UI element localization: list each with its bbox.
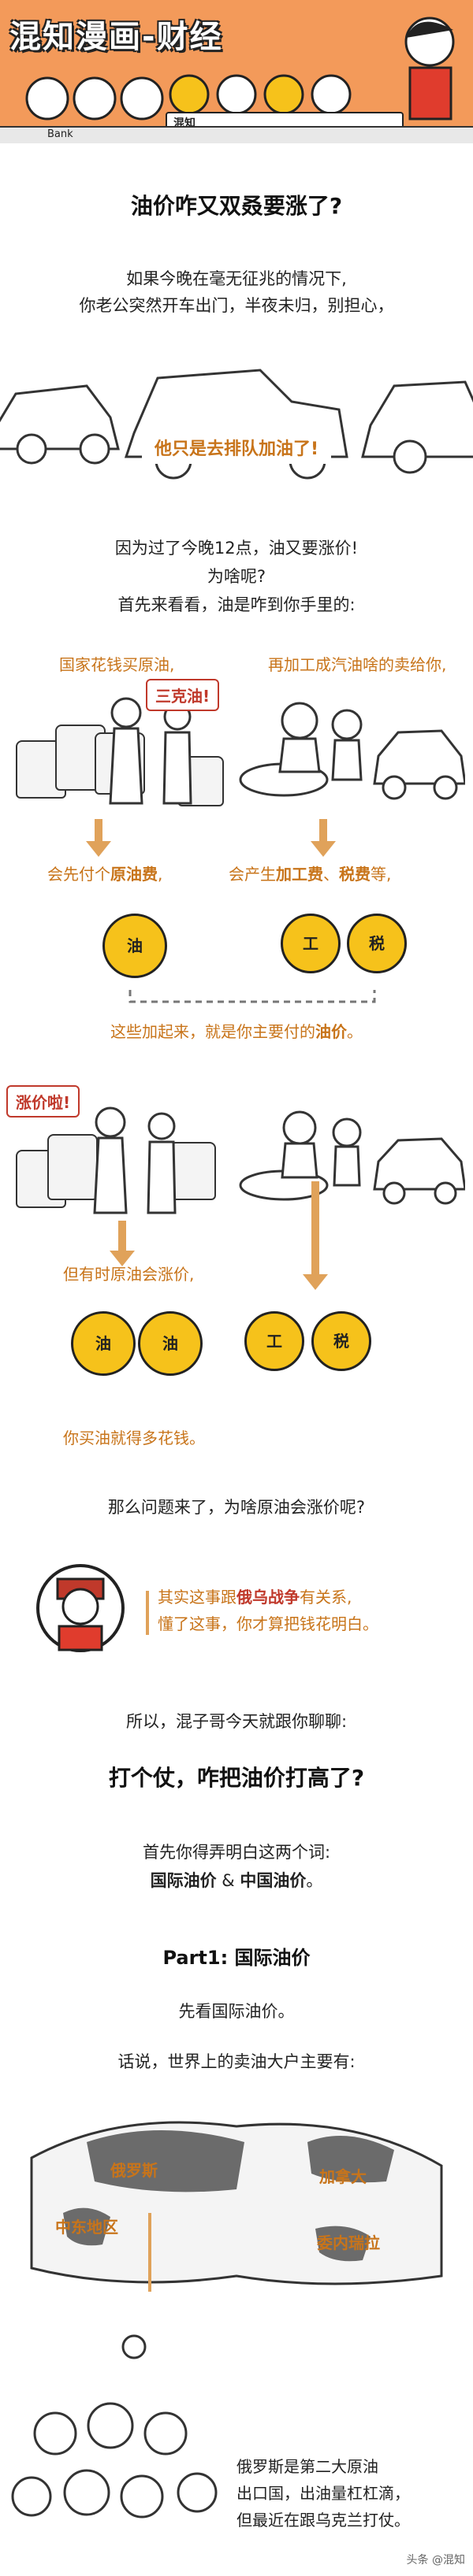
see-intl-line: 先看国际油价。 (178, 2002, 295, 2021)
russia-line-3: 但最近在跟乌克兰打仗。 (236, 2511, 410, 2530)
coin-tax: 税 (311, 1311, 371, 1371)
car-caption: 他只是去排队加油了! (142, 436, 331, 464)
cost-left-prefix: 会先付个 (47, 865, 110, 884)
pay-more-line: 你买油就得多花钱。 (63, 1429, 205, 1447)
speech-bubble-price-rise: 涨价啦! (6, 1085, 80, 1118)
sellers-line: 话说，世界上的卖油大户主要有: (117, 2052, 356, 2071)
reason-line-2: 为啥呢? (207, 567, 266, 586)
map-label-middle-east: 中东地区 (55, 2218, 118, 2237)
terms-em-line: 国际油价 & 中国油价。 (0, 1868, 473, 1893)
intro-line-2: 你老公突然开车出门，半夜未归，别担心， (79, 296, 394, 315)
question-line: 那么问题来了，为啥原油会涨价呢? (107, 1498, 366, 1517)
footer-source: 头条 @混知 (406, 2554, 465, 2567)
quote-divider (146, 1591, 149, 1635)
reason-line-3: 首先来看看，油是咋到你手里的: (117, 595, 356, 614)
map-label-russia: 俄罗斯 (110, 2161, 158, 2180)
rise-line: 但有时原油会涨价, (63, 1265, 195, 1284)
cost-left-suffix: , (158, 865, 163, 884)
traders-illustration (109, 697, 192, 805)
sum-prefix: 这些加起来，就是你主要付的 (110, 1022, 315, 1041)
coin-oil: 油 (71, 1311, 136, 1376)
arrow-down (86, 841, 111, 857)
explain-suffix: 有关系, (300, 1588, 352, 1607)
avatar (36, 1564, 125, 1652)
bracket-dashed (128, 990, 376, 1003)
world-map-illustration (30, 2121, 443, 2292)
header-bank-bar: Bank (0, 126, 473, 143)
coin-work: 工 (244, 1311, 304, 1371)
arrow-down (319, 819, 327, 843)
header-mascot-illustration (404, 17, 455, 120)
header-characters-illustration (25, 74, 352, 120)
terms-line: 首先你得弄明白这两个词: (142, 1843, 331, 1862)
term-china-oil-price: 中国油价 (240, 1871, 307, 1890)
cost-right-prefix: 会产生 (229, 865, 276, 884)
map-label-canada: 加拿大 (319, 2167, 367, 2186)
arrow-down (110, 1251, 135, 1266)
traders-illustration-2 (93, 1106, 177, 1214)
cost-right-suffix: 等, (371, 865, 392, 884)
cost-left-em: 原油费 (110, 865, 158, 884)
term-international-oil-price: 国际油价 (150, 1871, 217, 1890)
soldiers-illustration (11, 2334, 218, 2519)
explain-prefix: 其实这事跟 (158, 1588, 236, 1607)
part1-heading: Part1: 国际油价 (162, 1947, 311, 1969)
speech-bubble-thank-you: 三克油! (146, 679, 220, 711)
cost-right-em2: 税费 (339, 865, 371, 884)
cost-right-label: 会产生加工费、税费等, (229, 862, 391, 887)
coin-oil: 油 (102, 914, 167, 978)
coin-tax: 税 (347, 914, 407, 973)
russia-line-2: 出口国，出油量杠杠滴， (236, 2484, 410, 2503)
cars-illustration (0, 369, 473, 480)
header-banner: 混知漫画-财经 混知 Bank (0, 0, 473, 143)
terms-amp: & (216, 1871, 240, 1890)
intro-line-1: 如果今晚在毫无征兆的情况下, (126, 269, 347, 288)
bank-label: Bank (47, 128, 73, 140)
sum-em: 油价 (315, 1022, 347, 1041)
reason-line-1: 因为过了今晚12点，油又要涨价! (114, 539, 359, 558)
cost-right-em1: 加工费 (276, 865, 323, 884)
map-label-venezuela: 委内瑞拉 (317, 2233, 380, 2252)
arrow-down (311, 841, 336, 857)
sum-suffix: 。 (347, 1022, 363, 1041)
terms-end: 。 (306, 1871, 323, 1890)
refinery-illustration-2 (239, 1110, 465, 1205)
cost-left-label: 会先付个原油费, (47, 862, 162, 887)
sum-line: 这些加起来，就是你主要付的油价。 (0, 1019, 473, 1044)
oil-barrel (47, 1134, 98, 1200)
header-title: 混知漫画-财经 (9, 19, 223, 55)
russia-line-1: 俄罗斯是第二大原油 (236, 2457, 378, 2476)
explain-em: 俄乌战争 (236, 1588, 300, 1607)
step-right-label: 再加工成汽油啥的卖给你, (268, 655, 447, 674)
arrow-down (303, 1274, 328, 1290)
explain-line-1: 其实这事跟俄乌战争有关系, (158, 1585, 352, 1610)
article-title: 油价咋又双叒要涨了? (130, 193, 343, 219)
step-left-label: 国家花钱买原油, (59, 655, 175, 674)
explain-line-2: 懂了这事，你才算把钱花明白。 (158, 1614, 378, 1633)
arrow-down (311, 1181, 319, 1276)
refinery-illustration (239, 702, 465, 800)
cost-right-sep: 、 (323, 865, 339, 884)
arrow-down (118, 1221, 126, 1252)
coin-oil: 油 (138, 1311, 203, 1376)
chat-line: 所以，混子哥今天就跟你聊聊: (125, 1712, 348, 1731)
coin-work: 工 (281, 914, 341, 973)
article-subtitle: 打个仗，咋把油价打高了? (108, 1765, 365, 1791)
arrow-down (95, 819, 102, 843)
